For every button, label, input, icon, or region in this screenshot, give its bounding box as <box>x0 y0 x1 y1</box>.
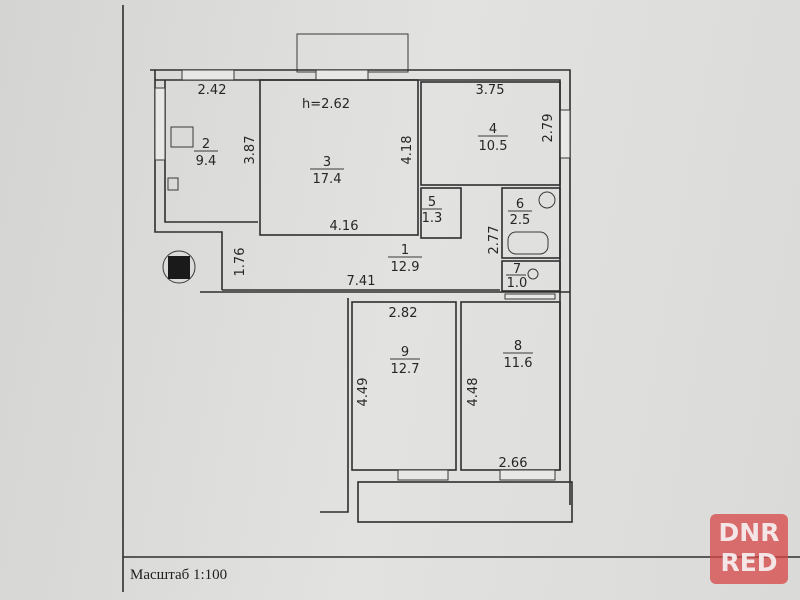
svg-text:12.7: 12.7 <box>391 362 420 377</box>
dim-room9-depth: 4.49 <box>356 378 371 407</box>
scale-caption: Масштаб 1:100 <box>130 567 228 583</box>
svg-text:12.9: 12.9 <box>391 260 420 275</box>
lower-outer-wall <box>320 298 349 513</box>
dim-room4-width: 3.75 <box>476 83 505 98</box>
dim-hall-length: 7.41 <box>347 274 376 289</box>
dim-room8-depth: 4.48 <box>466 378 481 407</box>
svg-text:7: 7 <box>513 262 521 277</box>
svg-text:1: 1 <box>401 243 409 258</box>
sheet-frame <box>122 5 800 592</box>
svg-text:3: 3 <box>323 155 331 170</box>
corridor-wall <box>200 289 570 293</box>
svg-text:10.5: 10.5 <box>479 139 508 154</box>
svg-text:6: 6 <box>516 197 524 212</box>
svg-text:11.6: 11.6 <box>504 356 533 371</box>
dim-kitchen-width: 2.42 <box>198 83 227 98</box>
window <box>154 87 166 161</box>
room-3 <box>259 79 419 236</box>
dim-room4-depth: 2.79 <box>541 114 556 143</box>
boiler-icon <box>538 191 556 209</box>
watermark-line2: RED <box>720 548 778 577</box>
watermark-line1: DNR <box>718 518 780 547</box>
svg-text:9.4: 9.4 <box>196 154 217 169</box>
svg-text:4: 4 <box>489 122 497 137</box>
dim-room9-width: 2.82 <box>389 306 418 321</box>
room-label-7: 71.0 <box>506 262 527 291</box>
top-balcony <box>296 33 409 73</box>
watermark-logo: DNR RED <box>710 514 788 584</box>
window <box>499 469 556 481</box>
room-label-4: 410.5 <box>478 122 508 154</box>
room-label-6: 62.5 <box>508 197 532 228</box>
dim-kitchen-depth: 3.87 <box>243 136 258 165</box>
svg-text:9: 9 <box>401 345 409 360</box>
dim-living-width: 4.16 <box>330 219 359 234</box>
bottom-balcony <box>357 481 573 523</box>
room-4 <box>420 81 561 186</box>
window <box>315 69 369 81</box>
dim-hall-width: 1.76 <box>233 248 248 277</box>
svg-text:2: 2 <box>202 137 210 152</box>
sink-icon <box>167 177 179 191</box>
svg-text:5: 5 <box>428 195 436 210</box>
riser-icon <box>162 250 196 284</box>
svg-text:2.5: 2.5 <box>510 213 531 228</box>
room-label-5: 51.3 <box>422 195 443 226</box>
room-6 <box>501 187 561 259</box>
bathtub-icon <box>507 231 549 255</box>
dim-living-depth: 4.18 <box>400 136 415 165</box>
svg-text:1.3: 1.3 <box>422 211 443 226</box>
window <box>559 109 571 159</box>
room-label-1: 112.9 <box>388 243 422 275</box>
window <box>397 469 449 481</box>
dim-room8-width: 2.66 <box>499 456 528 471</box>
dim-bath-length: 2.77 <box>487 226 502 255</box>
room-7 <box>501 260 561 292</box>
room-label-9: 912.7 <box>390 345 420 377</box>
room-5 <box>420 187 462 239</box>
riser-block <box>168 256 190 279</box>
svg-text:8: 8 <box>514 339 522 354</box>
room-label-2: 29.4 <box>194 137 218 169</box>
svg-text:17.4: 17.4 <box>313 172 342 187</box>
window <box>181 69 235 81</box>
stove-icon <box>170 126 194 148</box>
vent <box>504 293 556 300</box>
room-label-3: 317.4 <box>310 155 344 187</box>
room-label-8: 811.6 <box>503 339 533 371</box>
svg-text:1.0: 1.0 <box>507 276 528 291</box>
ceiling-height: h=2.62 <box>302 97 350 112</box>
toilet-icon <box>527 268 539 280</box>
